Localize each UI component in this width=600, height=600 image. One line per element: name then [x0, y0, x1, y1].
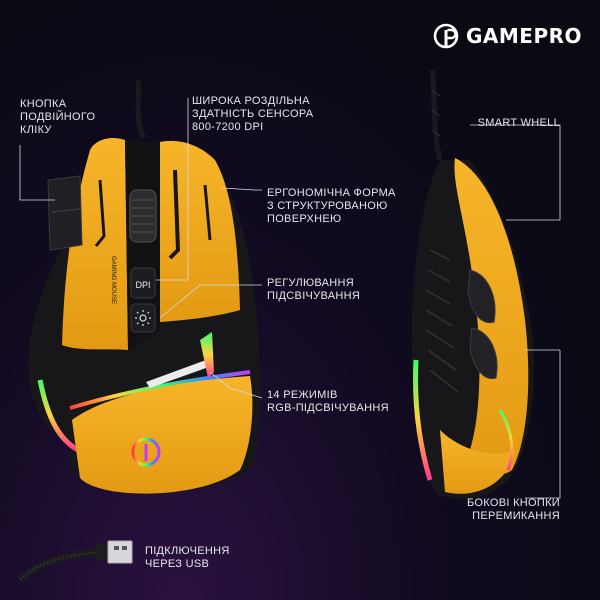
label-sensor: ШИРОКА РОЗДІЛЬНА ЗДАТНІСТЬ СЕНСОРА 800-7… [192, 95, 314, 133]
label-usb: ПІДКЛЮЧЕННЯ ЧЕРЕЗ USB [145, 545, 230, 570]
side-rgb-strip [413, 359, 433, 481]
mouse-side [411, 69, 535, 499]
label-rgb: 14 РЕЖИМІВ RGB-ПІДСВІЧУВАННЯ [267, 389, 389, 414]
dpi-text: DPI [135, 280, 150, 290]
brand-block: GAMEPRO [432, 22, 582, 50]
brand-name: GAMEPRO [466, 24, 583, 48]
callout-lines [19, 98, 561, 499]
mouse-front [28, 79, 261, 494]
left-button [62, 138, 128, 350]
label-backlight: РЕГУЛЮВАННЯ ПІДСВІЧУВАННЯ [267, 277, 361, 302]
side-switch-button-1[interactable] [467, 269, 496, 324]
usb-cable [17, 540, 133, 583]
label-smart-wheel: SMART WHELL [477, 117, 560, 129]
label-ergonomic: ЕРГОНОМІЧНА ФОРМА З СТРУКТУРОВАНОЮ ПОВЕР… [267, 187, 396, 225]
palm-rest [72, 376, 253, 494]
backlight-button[interactable] [130, 303, 156, 333]
rgb-strip-front [69, 370, 251, 410]
led-indicator-strip [146, 360, 206, 388]
mouse-side-text: GAMING MOUSE [110, 256, 116, 304]
cable-top [135, 79, 147, 140]
side-double-click-button[interactable] [47, 175, 83, 251]
sun-icon [135, 310, 151, 326]
gamepro-logo-icon [433, 23, 459, 49]
right-button [160, 140, 240, 322]
dpi-button[interactable] [130, 267, 156, 299]
palm-logo-icon [131, 437, 161, 467]
label-side-buttons: БОКОВІ КНОПКИ ПЕРЕМИКАННЯ [467, 497, 560, 522]
rgb-strip-left [37, 379, 80, 453]
usb-plug-metal [107, 540, 133, 564]
usb-plug-body [96, 544, 110, 560]
side-switch-button-2[interactable] [469, 327, 498, 380]
label-double-click: КНОПКА ПОДВІЙНОГО КЛІКУ [20, 98, 96, 136]
